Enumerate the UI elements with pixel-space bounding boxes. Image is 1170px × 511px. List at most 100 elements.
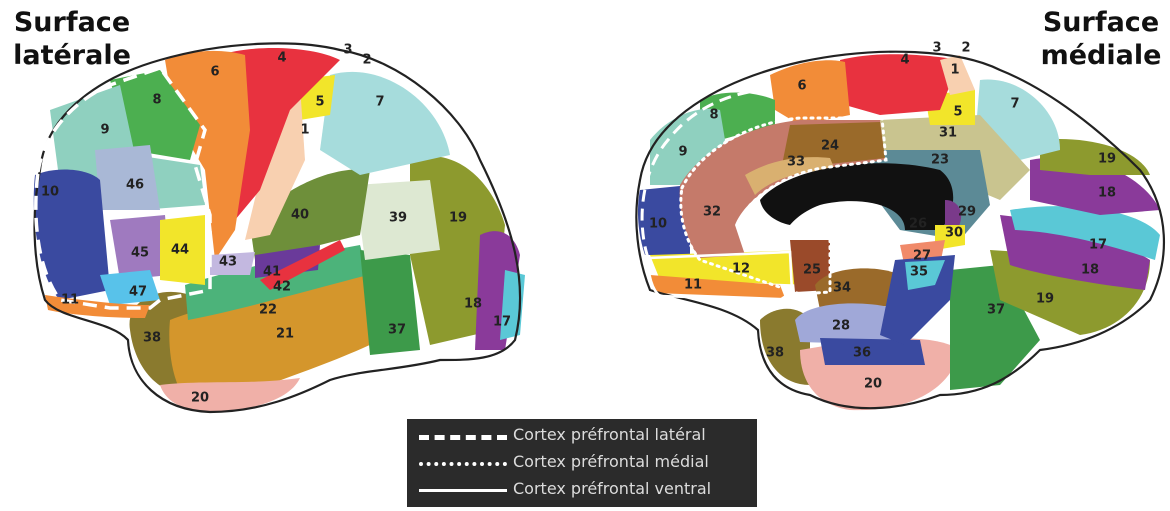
lateral-label-37: 37	[388, 323, 406, 338]
medial-label-9: 9	[678, 145, 687, 160]
medial-label-17: 17	[1089, 238, 1107, 253]
lateral-label-18: 18	[464, 297, 482, 312]
legend-row-medial: Cortex préfrontal médial	[407, 450, 757, 476]
medial-label-2: 2	[961, 41, 970, 56]
lateral-label-21: 21	[276, 327, 294, 342]
medial-region-1-2-3	[940, 55, 975, 95]
lateral-region-39	[355, 180, 440, 260]
legend-ventral-label: Cortex préfrontal ventral	[513, 479, 712, 498]
medial-region-28	[795, 303, 905, 345]
medial-label-24: 24	[821, 139, 839, 154]
lateral-brain-outline	[33, 42, 522, 414]
lateral-label-5: 5	[315, 95, 324, 110]
medial-label-38: 38	[766, 346, 784, 361]
lateral-region-6	[165, 50, 250, 260]
lateral-region-4	[220, 48, 340, 221]
lateral-label-39: 39	[389, 211, 407, 226]
medial-label-3: 3	[932, 41, 941, 56]
lateral-label-46: 46	[126, 178, 144, 193]
lateral-label-11: 11	[61, 293, 79, 308]
medial-label-28: 28	[832, 319, 850, 334]
medial-label-30: 30	[945, 226, 963, 241]
medial-labels: 3 2 4 1 5 6 7 8 9 10 11 12 17 18 18 19 1…	[649, 41, 1116, 392]
lateral-label-44: 44	[171, 243, 189, 258]
medial-region-29	[945, 200, 962, 230]
lateral-label-2: 2	[362, 53, 371, 68]
legend-solid-line	[419, 489, 507, 492]
medial-label-25: 25	[803, 263, 821, 278]
legend-dashed-line	[419, 435, 507, 440]
medial-label-26: 26	[909, 217, 927, 232]
medial-label-19-lower: 19	[1036, 292, 1054, 307]
medial-label-6: 6	[797, 79, 806, 94]
lateral-label-20: 20	[191, 391, 209, 406]
lateral-labels: 3 2 4 5 1 6 7 8 9 10 11 17 18 19 20 21 2…	[41, 43, 511, 406]
lateral-label-47: 47	[129, 285, 147, 300]
medial-label-34: 34	[833, 281, 851, 296]
lateral-label-17: 17	[493, 315, 511, 330]
lateral-region-44	[160, 215, 205, 285]
medial-brain-outline	[635, 50, 1166, 410]
lateral-region-37	[360, 250, 420, 355]
medial-label-11: 11	[684, 278, 702, 293]
lateral-label-38: 38	[143, 331, 161, 346]
lateral-label-10: 10	[41, 185, 59, 200]
medial-surface-title: Surface médiale	[1036, 6, 1166, 72]
medial-corpus-callosum	[760, 163, 954, 230]
medial-region-4	[840, 54, 960, 115]
medial-label-4: 4	[900, 53, 909, 68]
medial-region-10	[637, 185, 690, 255]
lateral-label-40: 40	[291, 208, 309, 223]
medial-label-29: 29	[958, 205, 976, 220]
medial-label-5: 5	[953, 105, 962, 120]
lateral-label-19: 19	[449, 211, 467, 226]
lateral-region-20	[160, 378, 300, 412]
lateral-region-21	[169, 270, 380, 395]
lateral-title-line1: Surface	[13, 7, 131, 38]
lateral-label-45: 45	[131, 246, 149, 261]
medial-region-19-upper	[1040, 139, 1150, 175]
lateral-surface-title: Surface latérale	[2, 6, 142, 72]
medial-label-10: 10	[649, 217, 667, 232]
medial-label-23: 23	[931, 153, 949, 168]
lateral-region-10	[33, 169, 110, 300]
legend-box: Cortex préfrontal latéral Cortex préfron…	[407, 419, 757, 507]
legend-row-lateral: Cortex préfrontal latéral	[407, 423, 757, 449]
lateral-label-41: 41	[263, 265, 281, 280]
medial-label-19-upper: 19	[1098, 152, 1116, 167]
legend-row-ventral: Cortex préfrontal ventral	[407, 477, 757, 503]
lateral-region-45	[110, 215, 170, 280]
lateral-region-46	[95, 145, 160, 210]
lateral-region-1	[245, 85, 305, 240]
medial-region-35b	[905, 260, 945, 290]
medial-title-line1: Surface	[1042, 7, 1160, 38]
legend-medial-label: Cortex préfrontal médial	[513, 452, 709, 471]
lateral-region-47	[100, 270, 160, 305]
medial-pfc-outline	[679, 116, 888, 296]
lateral-label-8: 8	[152, 93, 161, 108]
medial-region-25	[790, 240, 830, 292]
medial-label-27: 27	[913, 249, 931, 264]
lateral-region-42	[260, 240, 345, 290]
medial-label-35: 35	[910, 265, 928, 280]
lateral-label-4: 4	[277, 51, 286, 66]
lateral-region-7	[320, 71, 450, 175]
medial-label-32: 32	[703, 205, 721, 220]
medial-region-34	[815, 268, 905, 310]
medial-region-37	[950, 265, 1040, 390]
medial-label-33: 33	[787, 155, 805, 170]
lateral-label-3: 3	[343, 43, 352, 58]
legend-dotted-line	[419, 462, 507, 466]
medial-label-20: 20	[864, 377, 882, 392]
medial-label-8: 8	[709, 108, 718, 123]
lateral-label-43: 43	[219, 255, 237, 270]
medial-region-11	[650, 275, 785, 298]
lateral-label-6: 6	[210, 65, 219, 80]
lateral-title-line2: latérale	[13, 40, 131, 71]
lateral-label-42: 42	[273, 280, 291, 295]
ventral-pfc-outline	[646, 250, 794, 302]
lateral-pfc-outline	[34, 65, 212, 310]
lateral-label-9: 9	[100, 123, 109, 138]
medial-title-line2: médiale	[1040, 40, 1162, 71]
